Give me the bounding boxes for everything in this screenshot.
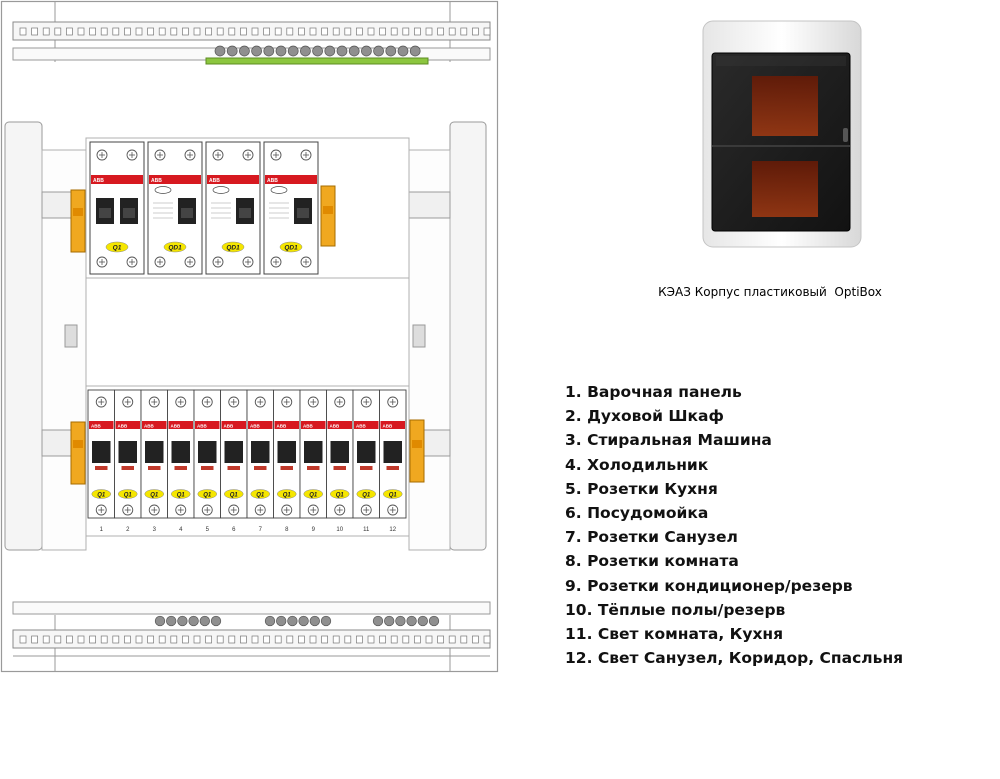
circuit-number: 9 [312,527,316,533]
brand-text: ABB [356,424,366,429]
bottom-mounting-strip [19,635,491,644]
end-clamps [70,185,425,485]
panel-frame [0,0,499,673]
brand-text: ABB [250,424,260,429]
brand-text: ABB [330,424,340,429]
upper-breaker-2: ABB QD1 [147,141,203,275]
brand-text: ABB [303,424,313,429]
legend-item: 12. Свет Санузел, Коридор, Спасльня [565,649,904,668]
right-side-profile [449,121,487,551]
left-side-profile [4,121,43,551]
legend-item: 4. Холодильник [565,455,709,474]
brand-text: ABB [93,178,104,184]
brand-text: ABB [383,424,393,429]
legend-item: 2. Духовой Шкаф [565,407,724,426]
circuit-number: 10 [336,527,343,533]
lower-breaker-2: ABB Q1 2 [114,389,142,533]
lower-breaker-label: Q1 [203,493,212,499]
product-caption: КЭАЗ Корпус пластиковый OptiBox [658,285,882,299]
circuit-legend: 1. Варочная панель 2. Духовой Шкаф 3. Стир… [565,380,903,670]
lower-breaker-label: Q1 [256,493,265,499]
lower-breaker-3: ABB Q1 3 [140,389,168,533]
legend-item: 8. Розетки комната [565,552,739,571]
circuit-number: 1 [100,527,104,533]
brand-text: ABB [209,178,220,184]
lower-breaker-12: ABB Q1 12 [379,389,407,533]
lower-breaker-10: ABB Q1 10 [326,389,354,533]
earth-bus-bar [205,57,429,65]
circuit-number: 3 [153,527,157,533]
circuit-number: 8 [285,527,289,533]
legend-item: 11. Свет комната, Кухня [565,625,784,644]
brand-text: ABB [144,424,154,429]
lower-breaker-label: Q1 [150,493,159,499]
brand-text: ABB [118,424,128,429]
upper-breaker-3: ABB QD1 [205,141,261,275]
circuit-number: 4 [179,527,183,533]
lower-breaker-5: ABB Q1 5 [193,389,221,533]
lower-breaker-label: Q1 [362,493,371,499]
earth-bus-screws [214,45,421,57]
brand-text: ABB [171,424,181,429]
upper-breaker-4: ABB QD1 [263,141,319,275]
upper-breaker-label: QD1 [226,245,240,252]
optibox-enclosure-photo [702,20,862,248]
legend-item: 5. Розетки Кухня [565,479,718,498]
lower-breaker-label: Q1 [389,493,398,499]
upper-breaker-label: Q1 [113,245,122,252]
circuit-number: 5 [206,527,210,533]
legend-item: 6. Посудомойка [565,504,709,523]
lower-breaker-label: Q1 [177,493,186,499]
legend-item: 1. Варочная панель [565,383,742,401]
circuit-number: 7 [259,527,263,533]
legend-item: 9. Розетки кондиционер/резерв [565,576,853,595]
lower-breaker-11: ABB Q1 11 [352,389,380,533]
brand-text: ABB [197,424,207,429]
top-mounting-strip [19,27,491,36]
circuit-number: 2 [126,527,130,533]
circuit-number: 11 [363,527,370,533]
brand-text: ABB [91,424,101,429]
legend-item: 3. Стиральная Машина [565,431,772,450]
lower-breaker-label: Q1 [336,493,345,499]
brand-text: ABB [267,178,278,184]
circuit-number: 12 [389,527,396,533]
lower-breaker-label: Q1 [283,493,292,499]
lower-breaker-6: ABB Q1 6 [220,389,248,533]
lower-breaker-9: ABB Q1 9 [299,389,327,533]
lower-breaker-label: Q1 [97,493,106,499]
lower-breaker-1: ABB Q1 1 [87,389,115,533]
upper-breaker-label: QD1 [284,245,298,252]
lower-breaker-7: ABB Q1 7 [246,389,274,533]
circuit-number: 6 [232,527,236,533]
lower-breaker-8: ABB Q1 8 [273,389,301,533]
legend-item: 7. Розетки Санузел [565,528,738,547]
brand-text: ABB [277,424,287,429]
lower-breaker-label: Q1 [309,493,318,499]
lower-breaker-label: Q1 [124,493,133,499]
upper-breaker-label: QD1 [168,245,182,252]
lower-breaker-label: Q1 [230,493,239,499]
brand-text: ABB [151,178,162,184]
legend-item: 10. Тёплые полы/резерв [565,600,786,619]
brand-text: ABB [224,424,234,429]
upper-breaker-1: ABB Q1 [89,141,145,275]
lower-breaker-4: ABB Q1 4 [167,389,195,533]
